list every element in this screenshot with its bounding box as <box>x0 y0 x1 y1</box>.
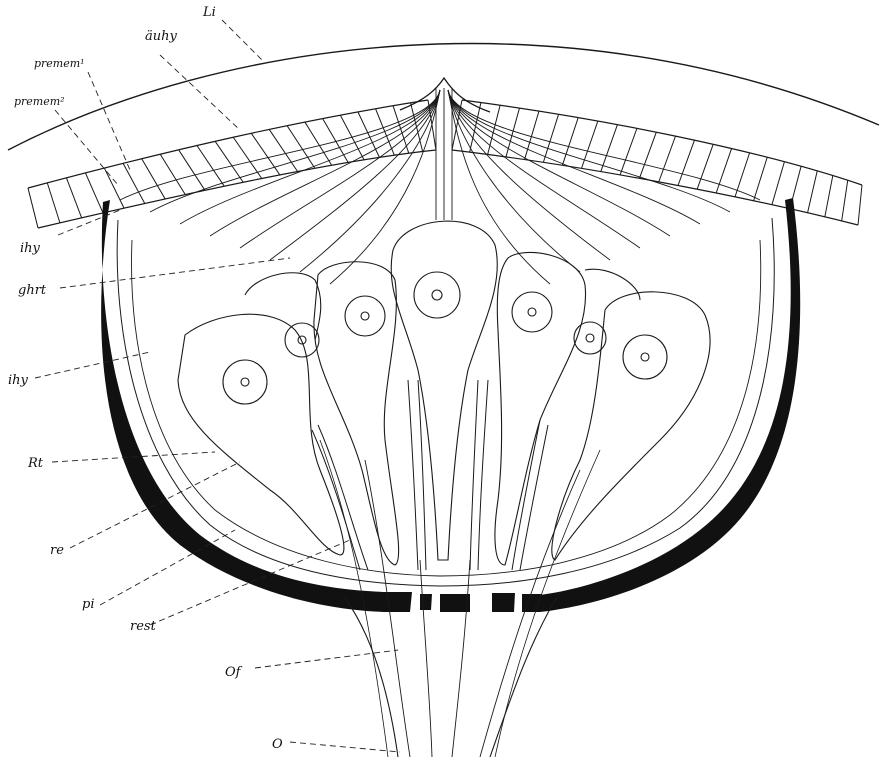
label-ihy-upper: ihy <box>20 241 41 256</box>
band-tick <box>66 178 81 218</box>
band-tick <box>543 114 558 162</box>
fan-fiber <box>448 90 580 272</box>
cup-inner-line-2 <box>132 240 761 576</box>
band-tick <box>716 149 731 193</box>
band-tick <box>601 125 618 172</box>
band-tick <box>85 173 103 213</box>
band-tick <box>215 141 243 182</box>
fan-fibers <box>120 88 760 284</box>
label-premem1: premem¹ <box>34 57 85 70</box>
band-tick <box>808 171 818 213</box>
band-ticks-left <box>28 100 436 228</box>
label-o: O <box>272 737 283 752</box>
fan-fiber <box>240 90 440 248</box>
retinula-cell <box>495 252 586 565</box>
band-tick <box>160 154 185 194</box>
nucleolus <box>641 353 649 361</box>
label-li: Li <box>202 5 216 20</box>
outer-boundary-arc <box>8 44 879 150</box>
central-peak <box>400 78 490 112</box>
band-tick <box>639 132 656 178</box>
band-tick <box>197 146 224 187</box>
nucleolus <box>586 334 594 342</box>
band-tick <box>47 183 60 223</box>
label-pi: pi <box>82 597 94 612</box>
band-tick <box>142 159 165 199</box>
retinula-cell <box>314 262 399 565</box>
label-of: Of <box>225 665 243 680</box>
nucleolus <box>432 290 442 300</box>
nucleolus <box>528 308 536 316</box>
band-tick <box>772 162 785 205</box>
band-tick <box>179 150 205 190</box>
leader-lines <box>35 20 400 752</box>
pigment-cup-right <box>540 198 800 612</box>
label-rt: Rt <box>27 456 44 471</box>
band-tick <box>470 103 481 153</box>
nucleus <box>223 360 267 404</box>
fan-fiber <box>270 90 440 260</box>
band-tick <box>340 115 364 160</box>
band-tick <box>562 118 578 166</box>
band-tick <box>754 157 768 201</box>
band-tick <box>697 144 713 189</box>
band-tick <box>659 136 676 182</box>
nucleus <box>512 292 552 332</box>
label-rest: rest <box>130 619 157 634</box>
fan-fiber <box>448 90 610 260</box>
retinula-cell <box>585 269 640 300</box>
pigment-cup <box>101 200 385 612</box>
retinula-cells <box>178 221 710 565</box>
nucleolus <box>361 312 369 320</box>
band-tick <box>678 140 694 185</box>
nucleus <box>345 296 385 336</box>
retinula-cell <box>245 273 321 340</box>
label-auhy: äuhy <box>145 29 177 44</box>
band-tick <box>842 180 848 221</box>
nucleus <box>414 272 460 318</box>
label-ghrt: ghrt <box>18 283 47 298</box>
label-ihy-lower: ihy <box>8 373 29 388</box>
nucleolus <box>241 378 249 386</box>
nucleus <box>623 335 667 379</box>
label-re: re <box>50 543 64 558</box>
fan-fiber <box>448 90 640 248</box>
retinula-cell <box>391 221 497 560</box>
band-tick <box>28 188 38 228</box>
band-tick <box>620 128 637 175</box>
label-premem2: premem² <box>14 95 65 108</box>
band-ticks-right <box>452 100 862 225</box>
band-tick <box>858 185 862 225</box>
hypodermis-band <box>28 100 862 228</box>
cup-base-segments <box>385 592 542 612</box>
band-tick <box>825 176 833 217</box>
